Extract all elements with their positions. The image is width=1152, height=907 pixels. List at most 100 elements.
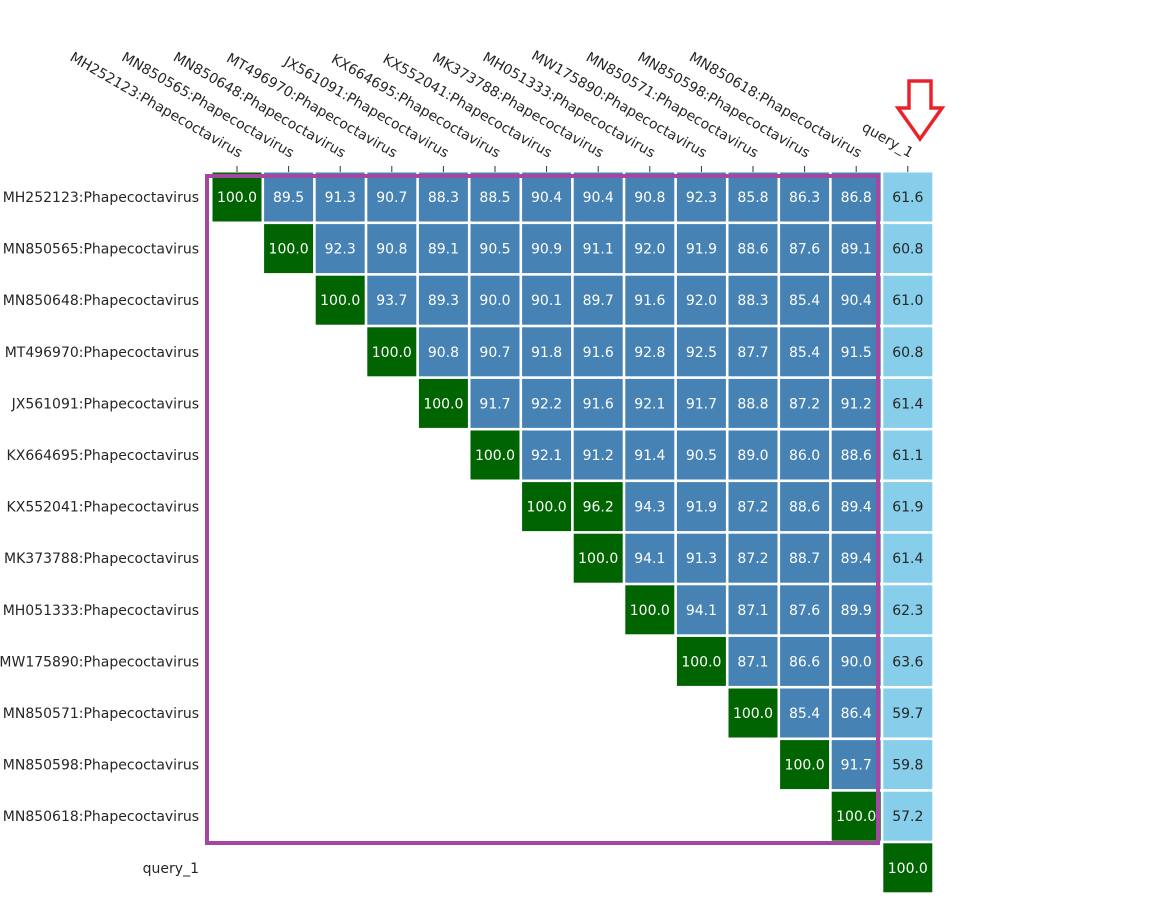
heatmap-cell: [831, 430, 881, 480]
cell-value-label: 88.6: [789, 500, 820, 516]
heatmap-cell: [315, 275, 365, 325]
heatmap-cell: [418, 378, 468, 428]
heatmap-cell: [831, 378, 881, 428]
y-tick-label: MK373788:Phapecoctavirus: [4, 551, 199, 567]
cell-value-label: 91.7: [686, 396, 717, 412]
cell-value-label: 100.0: [630, 603, 670, 619]
heatmap-cell: [573, 275, 623, 325]
heatmap-cell: [831, 740, 881, 790]
cell-value-label: 59.7: [892, 706, 923, 722]
heatmap-cell: [264, 224, 314, 274]
y-tick-label: query_1: [143, 861, 199, 877]
heatmap-cell: [367, 224, 417, 274]
heatmap-cell: [831, 688, 881, 738]
heatmap-cell: [676, 533, 726, 583]
cell-value-label: 90.5: [479, 242, 510, 258]
cell-value-label: 87.2: [737, 500, 768, 516]
heatmap-cell: [780, 275, 830, 325]
cell-value-label: 85.4: [789, 706, 820, 722]
y-tick-label: MN850618:Phapecoctavirus: [3, 809, 199, 825]
heatmap-cell: [625, 275, 675, 325]
heatmap-cell: [470, 430, 520, 480]
heatmap-cell: [315, 172, 365, 222]
heatmap-cell: [831, 533, 881, 583]
cell-value-label: 89.3: [428, 293, 459, 309]
heatmap-cell: [831, 482, 881, 532]
cell-value-label: 92.0: [686, 293, 717, 309]
heatmap-cell: [676, 275, 726, 325]
cell-value-label: 92.1: [634, 396, 665, 412]
heatmap-cell: [625, 172, 675, 222]
cell-value-label: 94.1: [686, 603, 717, 619]
cell-value-label: 88.5: [479, 190, 510, 206]
cell-value-label: 92.3: [325, 242, 356, 258]
cell-value-label: 85.8: [737, 190, 768, 206]
cell-value-label: 100.0: [888, 861, 928, 877]
heatmap-cell: [728, 275, 778, 325]
cell-value-label: 90.7: [479, 345, 510, 361]
y-tick-label: MH051333:Phapecoctavirus: [3, 603, 199, 619]
cell-value-label: 91.6: [583, 345, 614, 361]
heatmap-cell: [625, 378, 675, 428]
heatmap-cell: [676, 224, 726, 274]
cell-value-label: 100.0: [733, 706, 773, 722]
heatmap-cell: [625, 327, 675, 377]
heatmap-cell: [728, 636, 778, 686]
cell-value-label: 87.2: [737, 551, 768, 567]
cell-value-label: 89.7: [583, 293, 614, 309]
heatmap-cell: [470, 224, 520, 274]
heatmap-cell: [522, 430, 572, 480]
heatmap-cell: [780, 224, 830, 274]
cell-value-label: 89.9: [841, 603, 872, 619]
cell-value-label: 100.0: [836, 809, 876, 825]
cell-value-label: 85.4: [789, 293, 820, 309]
heatmap-cell: [831, 585, 881, 635]
heatmap-cell: [883, 688, 933, 738]
cell-value-label: 88.6: [841, 448, 872, 464]
heatmap-cell: [470, 378, 520, 428]
heatmap-cell: [780, 482, 830, 532]
heatmap-cell: [883, 378, 933, 428]
down-arrow-icon: [894, 79, 946, 143]
cell-value-label: 90.0: [841, 654, 872, 670]
y-tick-label: MN850598:Phapecoctavirus: [3, 758, 199, 774]
cell-value-label: 100.0: [423, 396, 463, 412]
cell-value-label: 90.9: [531, 242, 562, 258]
cell-value-label: 94.1: [634, 551, 665, 567]
heatmap-cell: [728, 482, 778, 532]
cell-value-label: 90.4: [531, 190, 562, 206]
heatmap-cell: [470, 327, 520, 377]
heatmap-cell: [883, 740, 933, 790]
heatmap-cell: [728, 172, 778, 222]
heatmap-cell: [831, 791, 881, 841]
cell-value-label: 90.0: [479, 293, 510, 309]
heatmap-cell: [883, 327, 933, 377]
cell-value-label: 61.0: [892, 293, 923, 309]
heatmap-cell: [780, 533, 830, 583]
heatmap-cell: [315, 224, 365, 274]
cell-value-label: 62.3: [892, 603, 923, 619]
cell-value-label: 61.1: [892, 448, 923, 464]
cell-value-label: 90.8: [376, 242, 407, 258]
heatmap-cell: [780, 688, 830, 738]
cell-value-label: 88.7: [789, 551, 820, 567]
cell-value-label: 88.6: [737, 242, 768, 258]
heatmap-cell: [780, 378, 830, 428]
heatmap-cell: [728, 585, 778, 635]
cell-value-label: 92.8: [634, 345, 665, 361]
cell-value-label: 61.4: [892, 551, 923, 567]
heatmap-cell: [728, 430, 778, 480]
cell-value-label: 87.7: [737, 345, 768, 361]
heatmap-cell: [676, 430, 726, 480]
heatmap-cell: [573, 327, 623, 377]
cell-value-label: 93.7: [376, 293, 407, 309]
heatmap-cell: [676, 378, 726, 428]
cell-value-label: 100.0: [785, 758, 825, 774]
cell-value-label: 94.3: [634, 500, 665, 516]
heatmap-cell: [780, 172, 830, 222]
cell-value-label: 91.5: [841, 345, 872, 361]
heatmap-cell: [780, 740, 830, 790]
heatmap-cell: [625, 533, 675, 583]
cell-value-label: 91.1: [583, 242, 614, 258]
